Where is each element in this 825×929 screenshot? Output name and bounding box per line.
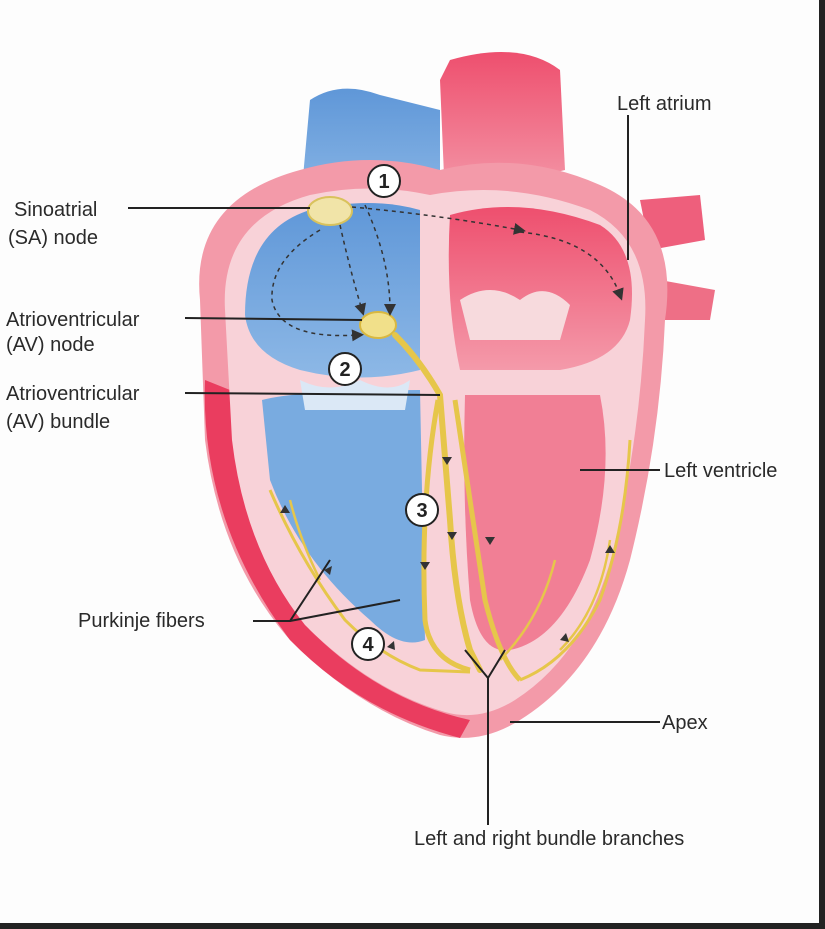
av-bundle-pathway <box>392 332 483 673</box>
label-av-bundle-line2: (AV) bundle <box>6 411 110 433</box>
left-bundle-branch <box>452 399 522 682</box>
step-4-marker: 4 <box>351 627 385 661</box>
pathway-arrows <box>280 457 615 650</box>
impulse-path-sa-av-2 <box>364 204 396 316</box>
step-3-text: 3 <box>416 500 427 522</box>
label-bundle-branches: Left and right bundle branches <box>414 828 684 850</box>
label-sinoatrial-line1: Sinoatrial <box>14 199 97 221</box>
label-left-atrium: Left atrium <box>617 93 711 115</box>
leader-av-node <box>184 317 363 321</box>
step-2-marker: 2 <box>328 352 362 386</box>
aorta <box>440 52 565 200</box>
left-atrium-chamber <box>448 207 632 370</box>
purkinje-right <box>519 439 632 682</box>
label-apex: Apex <box>662 712 708 734</box>
step-4-text: 4 <box>362 634 374 656</box>
step-3-marker: 3 <box>405 493 439 527</box>
label-sinoatrial-line2: (SA) node <box>8 227 98 249</box>
right-bundle-branch <box>421 399 471 673</box>
av-node <box>359 311 397 339</box>
label-av-node-line2: (AV) node <box>6 334 95 356</box>
leader-av-bundle <box>184 392 441 396</box>
step-2-text: 2 <box>339 359 350 381</box>
leader-bundle-branches <box>464 649 506 825</box>
valves <box>460 290 570 340</box>
step-1-text: 1 <box>378 171 389 193</box>
leader-purkinje <box>253 559 401 622</box>
pulmonary-vein-right-lower <box>660 280 715 320</box>
label-av-node-line1: Atrioventricular <box>6 309 140 331</box>
impulse-path-loop <box>271 229 364 342</box>
label-left-ventricle: Left ventricle <box>664 460 777 482</box>
purkinje-left <box>268 489 471 674</box>
right-ventricle <box>262 390 425 643</box>
impulse-path-sa-av <box>339 224 367 316</box>
left-ventricle-chamber <box>464 395 606 651</box>
sa-node <box>307 196 353 226</box>
label-av-bundle-line1: Atrioventricular <box>6 383 140 405</box>
label-purkinje-fibers: Purkinje fibers <box>78 610 205 632</box>
step-1-marker: 1 <box>367 164 401 198</box>
impulse-path-left-atrium <box>519 231 624 301</box>
